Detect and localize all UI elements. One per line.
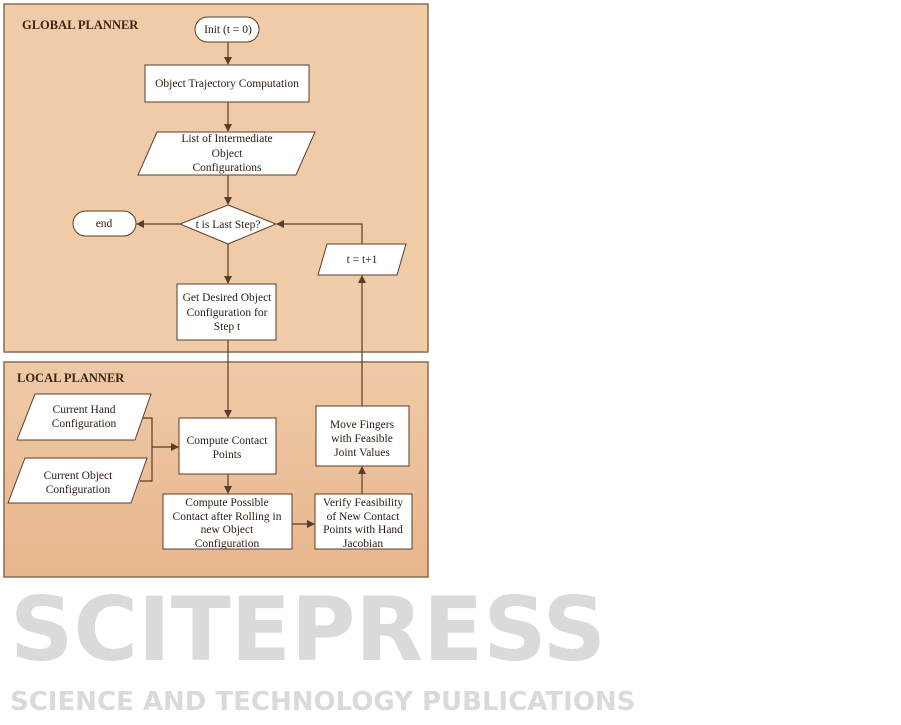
object-label: Configuration [46, 484, 111, 496]
desired-label: Get Desired Object [183, 292, 273, 304]
local-planner-title: LOCAL PLANNER [17, 371, 125, 385]
init-label: Init (t = 0) [204, 24, 252, 36]
object-label: Current Object [44, 470, 113, 482]
rolling-label: Configuration [195, 538, 260, 550]
contact-label: Compute Contact [187, 435, 269, 447]
hand-label: Current Hand [53, 404, 116, 416]
connectors [136, 42, 366, 528]
move-label: with Feasible [331, 433, 393, 445]
rolling-label: Contact after Rolling in [173, 511, 282, 523]
desired-label: Step t [214, 321, 241, 333]
verify-label: of New Contact [327, 511, 401, 523]
intermediate-label: Object [212, 148, 243, 160]
move-label: Joint Values [334, 447, 390, 459]
verify-label: Points with Hand [323, 524, 403, 536]
watermark-main: SCITEPRESS [10, 578, 606, 681]
global-planner-title: GLOBAL PLANNER [22, 18, 139, 32]
rolling-label: Compute Possible [185, 497, 268, 509]
rolling-contact-node: Compute Possible Contact after Rolling i… [162, 493, 293, 550]
decision-label: t is Last Step? [196, 219, 261, 231]
rolling-label: new Object [201, 524, 254, 536]
hand-label: Configuration [52, 418, 117, 430]
desired-config-node: Get Desired Object Configuration for Ste… [176, 283, 277, 341]
current-object-node: Current Object Configuration [7, 457, 148, 504]
watermark: SCITEPRESS SCIENCE AND TECHNOLOGY PUBLIC… [10, 578, 635, 717]
verify-feasibility-node: Verify Feasibility of New Contact Points… [314, 493, 413, 550]
end-label: end [96, 218, 113, 230]
increment-label: t = t+1 [347, 254, 378, 266]
move-fingers-node: Move Fingers with Feasible Joint Values [315, 405, 410, 467]
init-node: Init (t = 0) [194, 16, 260, 43]
compute-contact-node: Compute Contact Points [178, 417, 277, 475]
contact-label: Points [213, 449, 242, 461]
increment-node: t = t+1 [317, 243, 407, 276]
verify-label: Verify Feasibility [323, 497, 403, 509]
intermediate-label: List of Intermediate [181, 133, 272, 145]
current-hand-node: Current Hand Configuration [16, 393, 152, 441]
desired-label: Configuration for [187, 307, 268, 319]
watermark-sub: SCIENCE AND TECHNOLOGY PUBLICATIONS [10, 687, 635, 717]
move-label: Move Fingers [330, 419, 395, 431]
verify-label: Jacobian [343, 538, 383, 550]
trajectory-node: Object Trajectory Computation [144, 64, 310, 103]
end-node: end [72, 210, 137, 237]
last-step-decision: t is Last Step? [178, 204, 278, 245]
intermediate-configs-node: List of Intermediate Object Configuratio… [137, 131, 316, 176]
intermediate-label: Configurations [193, 162, 263, 174]
trajectory-label: Object Trajectory Computation [155, 78, 299, 90]
